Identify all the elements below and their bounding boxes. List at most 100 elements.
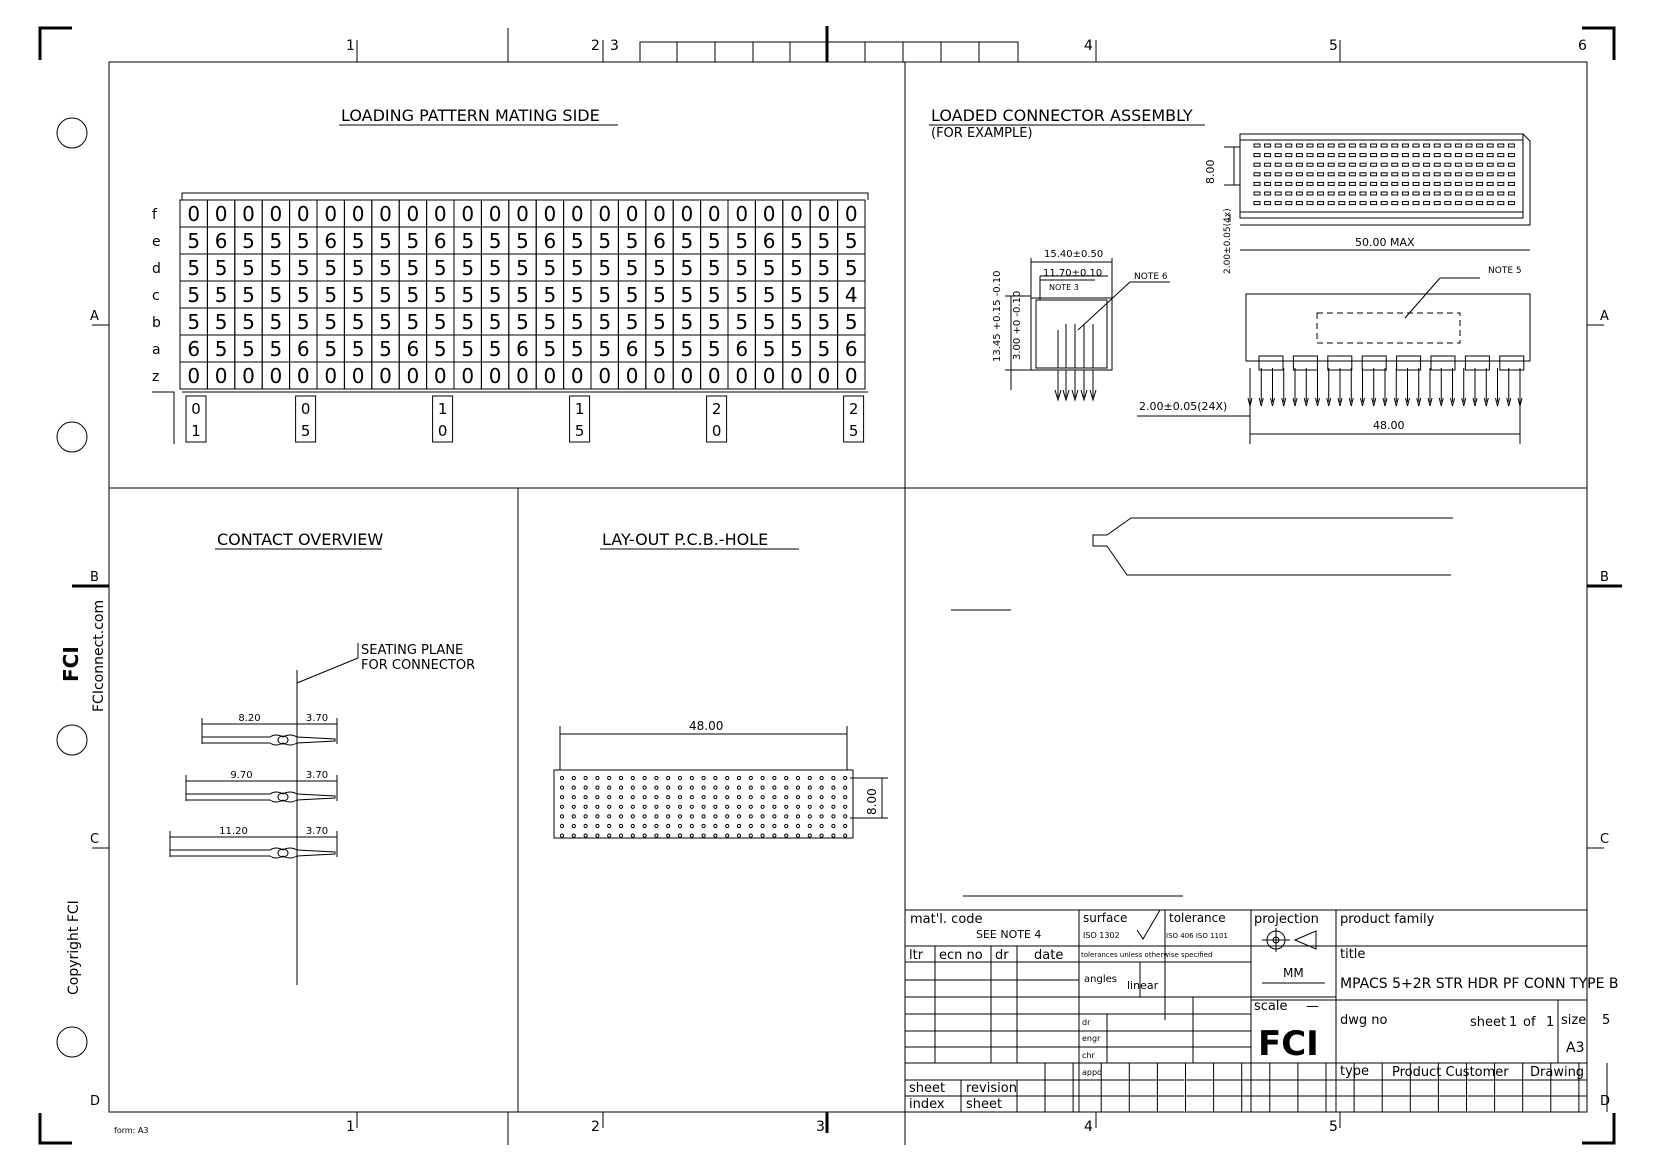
pattern-value: 5 [598, 256, 611, 280]
pattern-value: 5 [187, 256, 200, 280]
contact-slot [1497, 191, 1505, 196]
pcb-hole [713, 795, 718, 800]
pcb-hole [571, 804, 576, 809]
zone-right-d: D [1600, 1094, 1610, 1109]
contact-slot [1306, 172, 1314, 177]
contact-slot [1264, 153, 1272, 158]
dim-13-45: 13.45 +0.15 -0.10 [992, 270, 1003, 362]
pcb-hole [831, 775, 836, 781]
contact-slot [1327, 172, 1335, 177]
pcb-hole [677, 804, 683, 809]
pcb-hole [677, 833, 683, 838]
pcb-hole [689, 795, 694, 800]
contact-length-dim: 11.20 [219, 826, 248, 837]
pattern-value: 0 [790, 364, 803, 388]
pattern-value: 5 [489, 256, 502, 280]
dwg-no-label: dwg no [1340, 1013, 1388, 1028]
pcb-hole [666, 823, 671, 829]
pcb-hole [583, 833, 588, 838]
scale-value: — [1306, 999, 1319, 1014]
contact-slot [1454, 201, 1462, 206]
pattern-value: 5 [352, 229, 365, 253]
pcb-hole [618, 823, 624, 829]
size-label: size [1561, 1013, 1586, 1028]
pattern-value: 5 [215, 283, 228, 307]
pin-housing [1464, 355, 1490, 371]
column-label-box [185, 395, 207, 443]
pcb-hole [725, 833, 730, 838]
contact-tip-dim: 3.70 [306, 770, 328, 781]
size-value: A3 [1566, 1040, 1584, 1056]
contact-slot [1476, 153, 1484, 158]
row-label: a [152, 342, 161, 358]
pattern-value: 5 [571, 310, 584, 334]
contact-slot [1274, 143, 1282, 148]
pcb-hole [725, 795, 730, 800]
contact-slot [1380, 143, 1388, 148]
pattern-value: 5 [379, 310, 392, 334]
contact-slot [1264, 162, 1272, 167]
punch-hole [56, 1026, 88, 1058]
pcb-hole [595, 795, 600, 800]
pcb-hole [831, 814, 836, 819]
surface-label: surface [1083, 911, 1127, 925]
contact-slot [1306, 153, 1314, 158]
contact-overview-title: CONTACT OVERVIEW [217, 530, 383, 549]
pcb-hole [666, 785, 671, 790]
zone-top-6: 6 [1578, 38, 1587, 54]
contact-slot [1306, 201, 1314, 206]
pin-housing [1499, 355, 1525, 371]
sig-appd: appd [1082, 1068, 1102, 1077]
pattern-value: 5 [242, 310, 255, 334]
column-label-box [706, 395, 728, 443]
contact-slot [1444, 143, 1452, 148]
pattern-value: 5 [242, 229, 255, 253]
pcb-hole [642, 814, 647, 819]
pcb-hole [736, 785, 742, 790]
linear-label: linear [1127, 979, 1159, 992]
iso-406: ISO 406 ISO 1101 [1166, 932, 1228, 940]
zone-bottom-5: 5 [1329, 1119, 1338, 1135]
contact-slot [1306, 143, 1314, 148]
ltr-label: ltr [909, 948, 924, 963]
contact-slot [1391, 201, 1399, 206]
contact-slot [1507, 201, 1515, 206]
contact-slot [1412, 153, 1420, 158]
sig-chr: chr [1082, 1051, 1095, 1060]
contact-slot [1433, 143, 1441, 148]
pattern-value: 6 [653, 229, 666, 253]
contact-slot [1348, 181, 1356, 186]
contact-slot [1412, 181, 1420, 186]
contact-slot [1253, 143, 1261, 148]
pcb-hole [654, 795, 659, 800]
sheet-index-1: sheet [909, 1081, 945, 1096]
pattern-value: 5 [544, 283, 557, 307]
pcb-hole [713, 775, 718, 781]
pattern-value: 5 [407, 283, 420, 307]
pcb-hole [630, 823, 635, 829]
zone-left-a: A [90, 309, 99, 324]
pcb-hole [677, 823, 683, 829]
contact-slot [1507, 162, 1515, 167]
pcb-hole [607, 823, 612, 829]
pcb-hole [807, 814, 812, 819]
pcb-hole [736, 814, 742, 819]
pattern-value: 5 [653, 310, 666, 334]
pattern-value: 0 [626, 364, 639, 388]
contact-slot [1253, 201, 1261, 206]
contact-slot [1486, 201, 1494, 206]
pattern-value: 0 [708, 364, 721, 388]
pcb-hole [666, 833, 671, 838]
pattern-value: 5 [297, 229, 310, 253]
pattern-value: 0 [763, 202, 776, 226]
pcb-hole [701, 823, 706, 829]
pcb-hole [642, 775, 647, 781]
pattern-value: 0 [653, 202, 666, 226]
pattern-value: 0 [297, 364, 310, 388]
column-label-box [432, 395, 454, 443]
contact-slot [1391, 162, 1399, 167]
contact-slot [1433, 191, 1441, 196]
column-label-bottom: 5 [575, 422, 585, 440]
pcb-hole [819, 814, 824, 819]
